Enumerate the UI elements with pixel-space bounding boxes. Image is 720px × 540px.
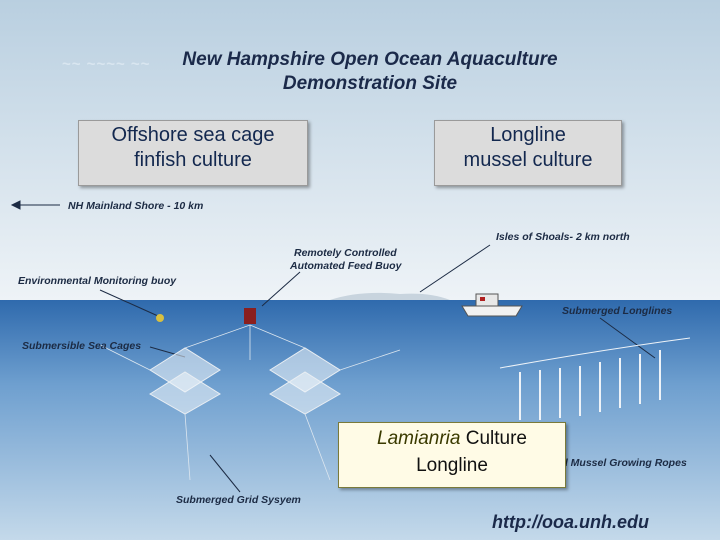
sea-cage-left — [149, 347, 221, 415]
label-feed-buoy-1: Remotely Controlled — [294, 247, 397, 259]
label-isles: Isles of Shoals- 2 km north — [496, 231, 630, 243]
laminaria-italic: Lamianria — [377, 428, 461, 449]
ocean-background — [0, 300, 720, 540]
feed-buoy — [244, 308, 256, 324]
env-buoy — [156, 314, 164, 322]
label-grid: Submerged Grid Sysyem — [176, 494, 301, 506]
mussel-line-2: mussel culture — [463, 149, 593, 171]
laminaria-rest: Culture — [460, 428, 527, 449]
sea-cage-right — [269, 347, 341, 415]
finfish-line-2: finfish culture — [134, 149, 252, 171]
isles-leader — [419, 244, 491, 293]
feed-buoy-leader — [261, 271, 301, 307]
submerged-longline — [499, 337, 691, 369]
island-silhouette — [330, 292, 450, 300]
label-sea-cages: Submersible Sea Cages — [22, 340, 142, 352]
grid-leader — [209, 454, 241, 493]
laminaria-culture-box: Lamianria Culture Longline — [338, 422, 566, 488]
finfish-culture-box: Offshore sea cage finfish culture — [78, 120, 308, 186]
boat — [461, 293, 523, 317]
grid-lines — [99, 324, 401, 481]
laminaria-line-1: Lamianria Culture — [339, 425, 565, 452]
env-buoy-leader — [99, 289, 159, 317]
finfish-line-1: Offshore sea cage — [111, 124, 275, 146]
label-feed-buoy-2: Automated Feed Buoy — [290, 260, 402, 272]
label-env-buoy: Environmental Monitoring buoy — [18, 275, 177, 287]
website-url[interactable]: http://ooa.unh.edu — [492, 512, 649, 532]
longlines-leader — [599, 317, 656, 359]
mussel-line-1: Longline — [490, 124, 566, 146]
mainland-arrowhead — [10, 200, 21, 210]
mussel-culture-box: Longline mussel culture — [434, 120, 622, 186]
page-title: New Hampshire Open Ocean Aquaculture Dem… — [160, 48, 580, 96]
label-mainland: NH Mainland Shore - 10 km — [68, 200, 204, 212]
faded-logo: ~~ ~~~~ ~~ — [62, 56, 151, 73]
title-line-1: New Hampshire Open Ocean Aquaculture — [182, 49, 558, 70]
laminaria-line-2: Longline — [416, 455, 488, 476]
title-line-2: Demonstration Site — [282, 73, 458, 94]
label-submerged-longlines: Submerged Longlines — [562, 305, 673, 317]
mussel-ropes — [519, 350, 661, 420]
